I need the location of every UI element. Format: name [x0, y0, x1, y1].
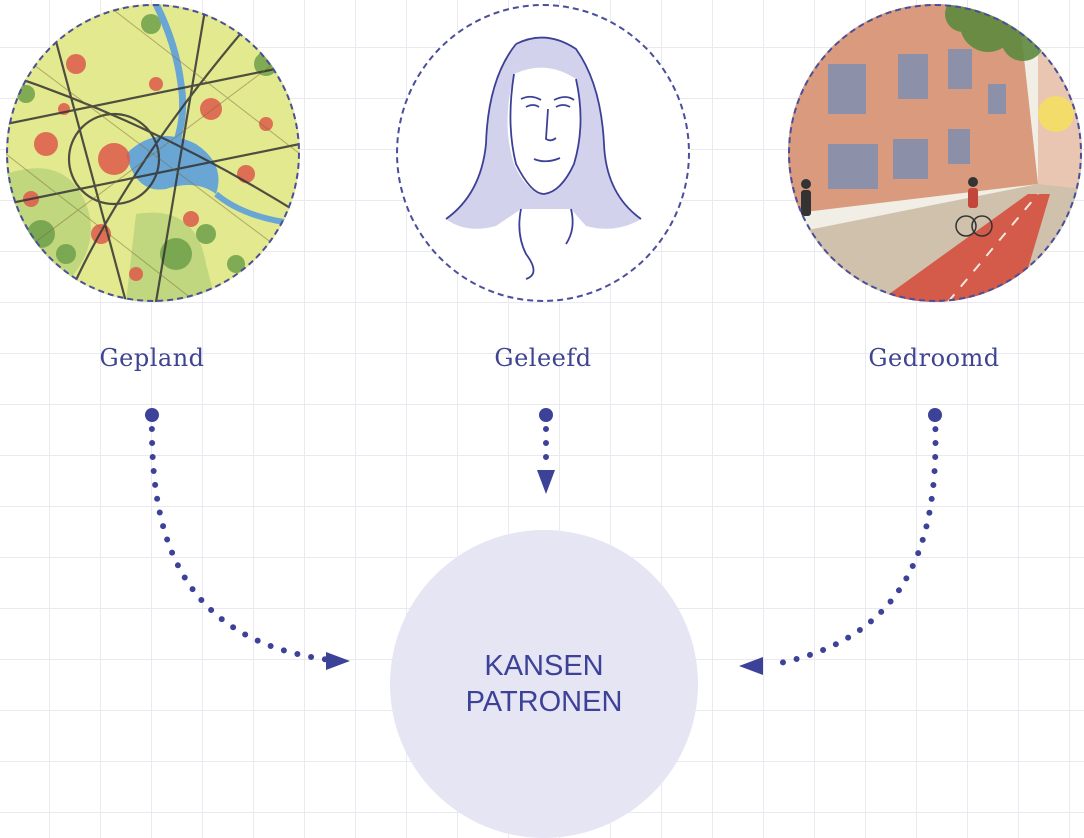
arrow-head-right	[739, 657, 763, 675]
arrow-head-left	[326, 652, 350, 670]
center-circle: KANSEN PATRONEN	[390, 530, 698, 838]
label-gedroomd: Gedroomd	[868, 344, 1000, 372]
label-geleefd: Geleefd	[494, 344, 592, 372]
arrow-start-dot-left	[145, 408, 159, 422]
label-gepland: Gepland	[99, 344, 205, 372]
center-text-line1: KANSEN	[484, 650, 604, 682]
arrow-path-left	[148, 412, 333, 663]
arrow-path-right	[767, 412, 939, 668]
center-text-line2: PATRONEN	[465, 686, 623, 718]
arrow-head-middle	[537, 470, 555, 494]
street-illustration	[788, 4, 1082, 302]
map-image	[6, 4, 300, 302]
arrow-start-dot-right	[928, 408, 942, 422]
arrow-start-dot-middle	[539, 408, 553, 422]
portrait-drawing	[396, 4, 690, 302]
